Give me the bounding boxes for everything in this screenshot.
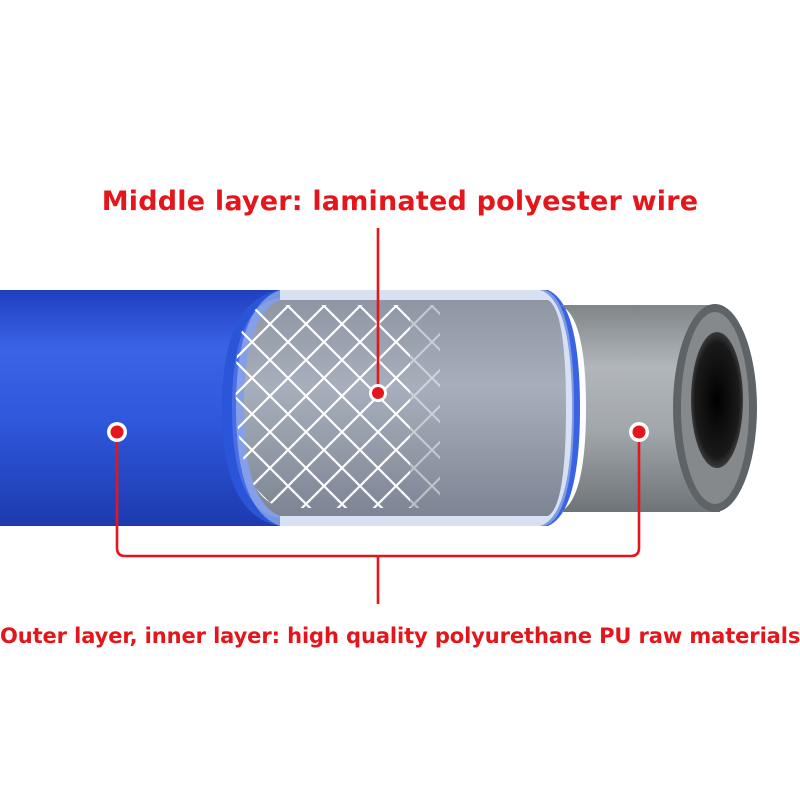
marker-inner-layer <box>629 422 649 442</box>
leader-lines <box>115 228 641 604</box>
marker-outer-layer <box>107 422 127 442</box>
middle-layer <box>235 290 574 526</box>
inner-layer <box>560 304 757 512</box>
bore-hole <box>691 332 743 468</box>
middle-layer-label: Middle layer: laminated polyester wire <box>101 186 699 217</box>
outer-inner-layer-label: Outer layer, inner layer: high quality p… <box>0 624 800 648</box>
marker-middle-layer <box>369 384 387 402</box>
